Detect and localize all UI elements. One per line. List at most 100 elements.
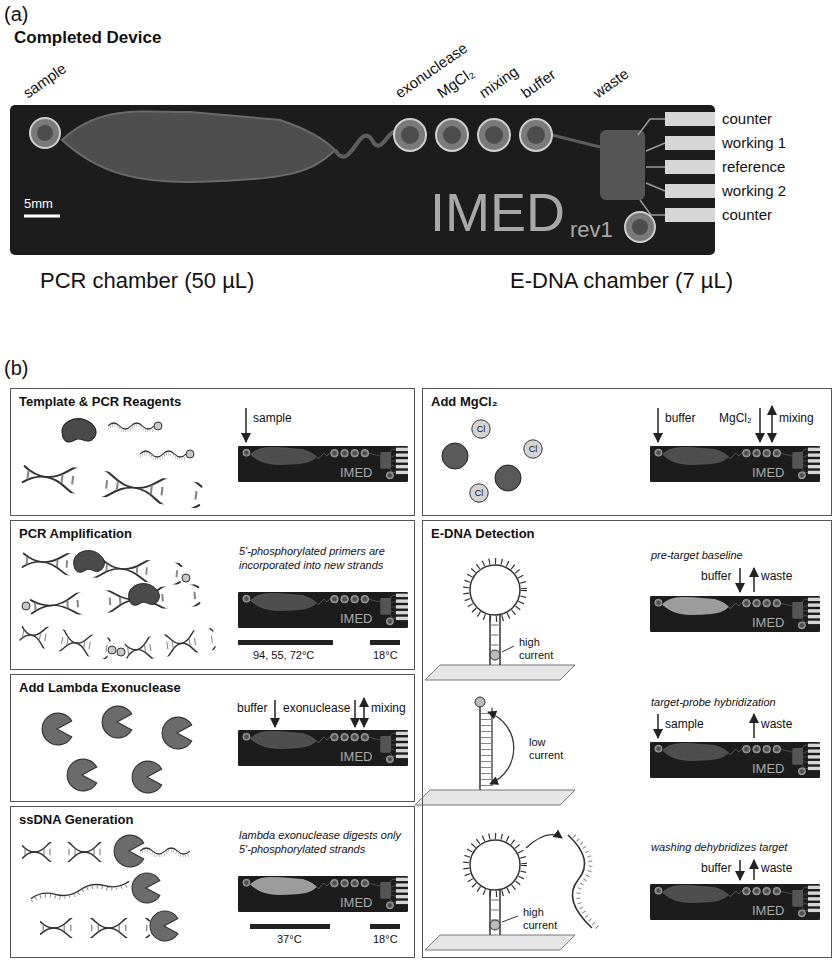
temperature-bars-part [250, 924, 330, 929]
ssdna-illustration-part [132, 873, 160, 903]
panel-heading: PCR Amplification [19, 526, 132, 542]
ssdna-illustration-part [40, 915, 150, 942]
port-label: waste [590, 65, 632, 102]
device-logo: IMED [752, 616, 785, 629]
exonuclease-illustration-part [132, 761, 162, 793]
edna-washed-part-part [489, 890, 491, 935]
ion-circle [470, 484, 488, 502]
ion-symbol: Cl [529, 445, 538, 454]
fluid-arrows-part [753, 860, 755, 880]
template-illustration-part [186, 450, 194, 458]
panel-text: buffer [665, 411, 695, 425]
panel-heading: Template & PCR Reagents [19, 394, 181, 410]
fluid-arrows-part [771, 406, 773, 442]
ion-symbol: Cl [477, 425, 486, 434]
panel-text: MgCl₂ [719, 411, 752, 425]
pcr-illustration [18, 546, 217, 666]
device-thumbnails-part [251, 878, 317, 895]
device-thumbnail: IMED [651, 597, 821, 633]
device-thumbnail: IMED [239, 877, 409, 913]
panel-heading: Add Lambda Exonuclease [19, 680, 181, 696]
chamber-label: PCR chamber (50 µL) [40, 268, 254, 294]
fluid-arrows-part [657, 714, 659, 738]
chloride-ion: Cl [523, 439, 543, 459]
edna-washed-part [502, 916, 518, 922]
panel-text: 18°C [373, 649, 398, 662]
device-body-part [24, 215, 60, 218]
template-illustration [21, 419, 204, 513]
panel-text: mixing [371, 701, 406, 715]
panel-text: 37°C [277, 933, 302, 946]
step-panel: Add MgCl₂bufferMgCl₂mixingClClClIMED [422, 388, 832, 516]
edna-washed-part [490, 900, 500, 920]
template-illustration-part-part [21, 457, 204, 513]
template-illustration-part [62, 419, 96, 442]
step-panel: PCR Amplification 5'-phosphorylated prime… [10, 520, 415, 670]
fluid-arrows-part [753, 714, 755, 738]
panel-text: buffer [701, 861, 731, 875]
edna-baseline-part [466, 561, 524, 619]
fluid-arrows-part [245, 408, 247, 442]
edna-washed-part-part [490, 899, 500, 900]
device-body [10, 105, 715, 255]
device-thumbnail: IMED [239, 593, 409, 629]
device-thumbnail: IMED [239, 447, 409, 483]
edna-hybridized-part [488, 712, 514, 784]
panel-letter: (b) [4, 356, 28, 380]
fluid-arrows-part [759, 408, 761, 442]
edna-baseline-part-part [490, 634, 500, 635]
edna-baseline [425, 561, 575, 680]
template-illustration-part [108, 423, 154, 432]
exonuclease-illustration [42, 706, 192, 793]
ssdna-illustration [22, 835, 190, 941]
edna-baseline-part-part [490, 644, 500, 645]
panel-text: 5'-phosphorylated primers are incorporat… [239, 545, 411, 573]
pcr-illustration-part [18, 619, 112, 664]
pcr-illustration-part-part [18, 619, 112, 664]
edna-baseline-part-part [490, 624, 500, 625]
pcr-illustration-part [22, 602, 30, 610]
edna-washed-part [425, 935, 575, 950]
edna-washed-part [490, 890, 500, 935]
fluid-arrows-part [739, 860, 741, 880]
ssdna-illustration-part [22, 839, 122, 866]
pcr-illustration-part [74, 551, 105, 573]
edna-baseline-part [425, 665, 575, 680]
device-logo: IMED [752, 904, 785, 917]
edna-washed-part-part [490, 909, 500, 910]
panel-text: buffer [237, 701, 267, 715]
ssdna-illustration-part [150, 911, 178, 941]
edna-hybridized-part [475, 697, 485, 707]
edna-hybridized-part [479, 706, 481, 790]
pcr-illustration-part [29, 580, 201, 621]
template-illustration-part [140, 451, 186, 460]
fluid-arrows-part [354, 700, 356, 727]
pcr-illustration-part-part [21, 546, 183, 589]
chloride-ion: Cl [469, 483, 489, 503]
panel-text: low current [529, 736, 577, 761]
electrode-label: counter [722, 206, 772, 224]
device-logo: IMED [430, 185, 565, 239]
panel-text: mixing [779, 411, 814, 425]
panel-text: sample [665, 717, 704, 731]
pcr-illustration-part [117, 648, 125, 656]
exonuclease-illustration-part [102, 706, 132, 738]
device-logo: IMED [340, 896, 373, 909]
electrode-label: reference [722, 158, 785, 176]
pcr-illustration-part [21, 546, 183, 589]
temperature-bars-part [370, 924, 400, 929]
panel-text: high current [519, 636, 567, 661]
panel-text: target-probe hybridization [651, 696, 823, 710]
ion-symbol: Cl [475, 489, 484, 498]
edna-washed-part-part [499, 890, 501, 935]
device-thumbnails-part [238, 592, 408, 628]
device-logo: IMED [340, 750, 373, 763]
panel-heading: ssDNA Generation [19, 812, 133, 828]
electrode-label: counter [722, 110, 772, 128]
edna-washed-part [470, 840, 520, 890]
pcr-illustration-part [129, 584, 160, 606]
device-thumbnail: IMED [651, 885, 821, 921]
device-thumbnails-part [650, 884, 820, 920]
edna-hybridized-part [491, 708, 493, 786]
